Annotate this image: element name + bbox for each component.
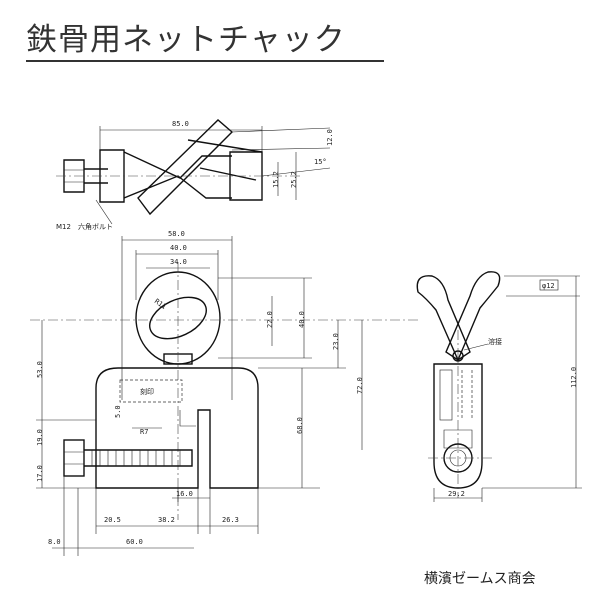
- weld-label: 溶接: [488, 337, 502, 346]
- dim-side-dia: φ12: [542, 282, 555, 290]
- side-view: 溶接 φ12 112.0 29.2: [416, 271, 582, 502]
- side-arm-left: [416, 275, 471, 362]
- bolt-note: M12 六角ボルト: [56, 222, 113, 231]
- dim-h-53: 53.0: [36, 361, 44, 378]
- dim-width-40: 40.0: [170, 244, 187, 252]
- dim-h-23: 23.0: [332, 333, 340, 350]
- dim-ring-40: 40.0: [298, 311, 306, 328]
- top-right-block: [229, 151, 263, 201]
- dim-inner-15: 15.2: [272, 171, 280, 188]
- dim-h-19: 19.0: [36, 429, 44, 446]
- dim-h-17: 17.0: [36, 465, 44, 482]
- stamp-label: 刻印: [140, 387, 154, 396]
- top-bolt-shaft: [84, 168, 108, 184]
- dim-width-34: 34.0: [170, 258, 187, 266]
- front-bolt-shaft: [84, 449, 193, 467]
- top-hook-bar: [137, 119, 234, 216]
- top-arm-b: [123, 175, 232, 199]
- dim-w-20-5: 20.5: [104, 516, 121, 524]
- dim-width-58: 58.0: [168, 230, 185, 238]
- dim-w-8: 8.0: [48, 538, 61, 546]
- top-bolt-head: [63, 159, 85, 193]
- dim-w-16: 16.0: [176, 490, 193, 498]
- dim-radius-r11: R11: [153, 297, 168, 311]
- top-arm-a: [123, 151, 232, 179]
- dim-ring-22: 22.0: [266, 311, 274, 328]
- front-body: [95, 367, 259, 489]
- top-left-block: [99, 149, 125, 203]
- dim-side-29-2: 29.2: [448, 490, 465, 498]
- dim-radius-r7: R7: [140, 428, 148, 436]
- front-bolt-head: [63, 439, 85, 477]
- dim-inner-25: 25.2: [290, 171, 298, 188]
- dim-w-26-3: 26.3: [222, 516, 239, 524]
- dim-arm-thickness: 12.0: [326, 129, 334, 146]
- drawing-title: 鉄骨用ネットチャック: [26, 22, 346, 58]
- front-ring-inner: [149, 296, 207, 340]
- top-view: 85.0 12.0 15° 15.2 25.2 M12 六角ボルト: [56, 119, 334, 231]
- title-underline: [26, 60, 384, 62]
- front-view: 58.0 40.0 34.0 R11 刻印 5.0 R7 53.0: [30, 230, 420, 556]
- side-arm-right: [445, 271, 501, 362]
- dim-h-72: 72.0: [356, 377, 364, 394]
- dim-angle: 15°: [314, 158, 327, 166]
- stamp-area: [119, 379, 183, 403]
- dim-w-38-2: 38.2: [158, 516, 175, 524]
- dim-h-5: 5.0: [114, 405, 122, 418]
- dim-side-112: 112.0: [570, 367, 578, 388]
- dim-top-width: 85.0: [172, 120, 189, 128]
- dim-w-60: 60.0: [126, 538, 143, 546]
- company-name: 横濱ゼームス商会: [424, 571, 536, 587]
- dim-h-68: 68.0: [296, 417, 304, 434]
